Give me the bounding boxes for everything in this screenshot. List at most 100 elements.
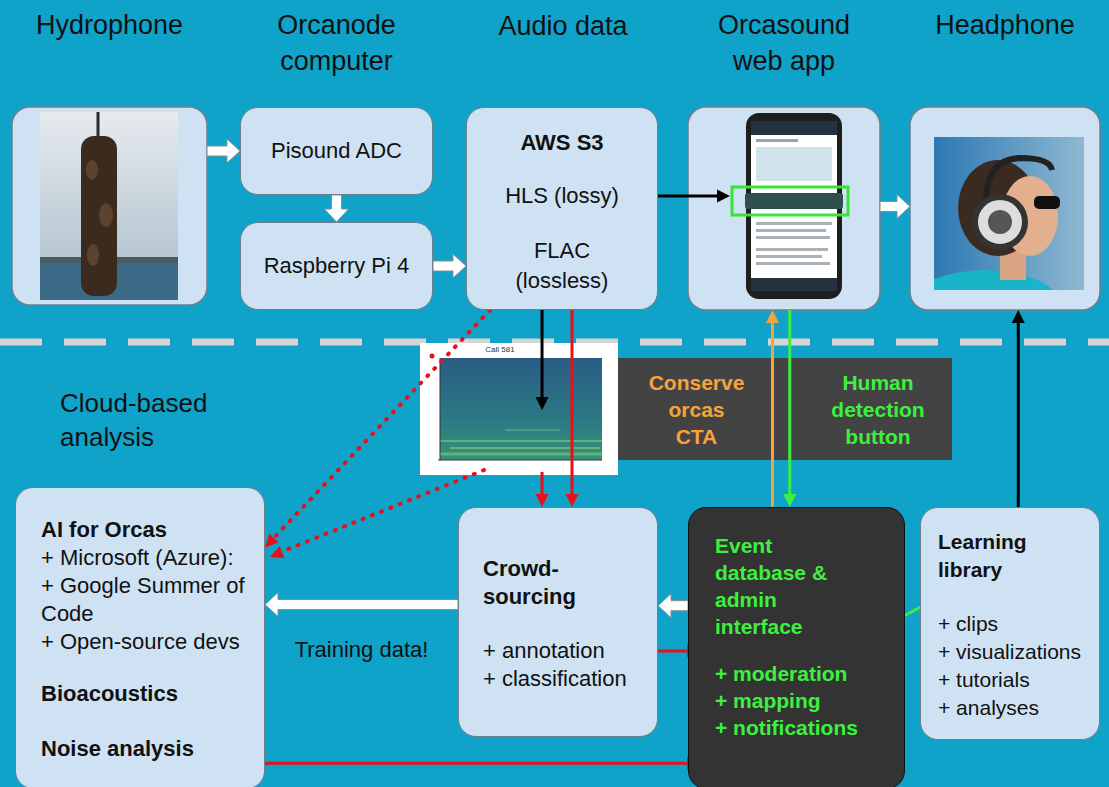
photo-frame — [12, 107, 207, 305]
connector — [265, 593, 458, 617]
connector — [766, 310, 779, 507]
node-text: + notifications — [715, 714, 858, 741]
phone-line — [756, 222, 832, 225]
column-heading: Headphone — [910, 7, 1100, 43]
phone-line — [756, 248, 828, 251]
spectrogram-frame — [420, 343, 618, 475]
arrowhead — [565, 494, 578, 507]
node-text: Bioacoustics — [41, 680, 178, 708]
column-heading: Orcanode computer — [228, 7, 445, 79]
arrowhead — [536, 397, 549, 410]
process-box: Raspberry Pi 4 — [240, 222, 433, 310]
node-title: Learning library — [938, 528, 1068, 584]
node-title: Pisound ADC — [271, 137, 402, 165]
app-box: Orcasound web app — [688, 107, 880, 310]
arrowhead — [270, 546, 284, 558]
node-title: Crowd- sourcing — [483, 555, 633, 611]
connector — [783, 310, 796, 507]
photo-sunglasses — [1034, 196, 1060, 209]
connector — [433, 254, 466, 278]
node-title: Event database & admin interface — [715, 532, 855, 640]
photo-texture — [87, 244, 99, 266]
block-arrow — [880, 194, 910, 218]
connector-line — [272, 310, 490, 540]
connector-line — [541, 310, 544, 400]
dotted-line — [281, 470, 484, 552]
node-title: Raspberry Pi 4 — [264, 252, 410, 280]
connector-line — [771, 320, 774, 507]
connector-line — [257, 762, 690, 765]
process-box: Learning library+ clips+ visualizations+… — [920, 507, 1100, 740]
spectrogram — [420, 343, 618, 475]
headphone-cup — [988, 210, 1012, 234]
phone-map — [756, 147, 832, 181]
process-box: Pisound ADC — [240, 107, 433, 195]
node-text: + classification — [483, 665, 627, 693]
connector-line — [570, 310, 573, 497]
node-text: + Open-source devs — [41, 628, 240, 656]
node-text: + Google Summer of Code — [41, 572, 253, 628]
arrowhead — [717, 190, 730, 203]
node-text: FLAC (lossless) — [497, 236, 627, 296]
phone-line — [756, 139, 798, 142]
arrowhead — [536, 494, 549, 507]
column-heading: Hydrophone — [12, 7, 207, 43]
connector — [658, 594, 688, 618]
node-text: + annotation — [483, 637, 605, 665]
block-arrow — [207, 139, 240, 163]
connector — [880, 194, 910, 218]
arrowhead — [265, 533, 279, 547]
spectrogram-streak — [505, 429, 560, 431]
spectrogram-streak — [440, 440, 602, 442]
highlight-box — [732, 187, 848, 215]
phone-header — [751, 121, 837, 135]
connector — [265, 310, 490, 547]
node-text: HLS (lossy) — [505, 181, 619, 211]
spectrogram-axis — [438, 460, 602, 461]
database-box: Event database & admin interface+ modera… — [688, 507, 905, 787]
arrowhead — [766, 310, 779, 323]
callout-band: Conserve orcas CTAHuman detection button — [618, 358, 952, 460]
connector — [565, 310, 578, 507]
phone-line — [756, 229, 826, 232]
connector — [207, 139, 240, 163]
plot-title: Call 581 — [470, 345, 530, 355]
photo-box: Hydrophone — [12, 107, 207, 305]
connector-line — [541, 472, 544, 497]
process-box: AI for Orcas+ Microsoft (Azure):+ Google… — [15, 487, 265, 787]
column-heading: Audio data — [453, 8, 673, 44]
node-text: AWS S3 — [520, 128, 603, 158]
block-arrow — [265, 593, 458, 617]
connector-line — [788, 310, 791, 497]
phone-button — [745, 193, 843, 209]
photo-background — [934, 137, 1084, 290]
block-arrow — [658, 594, 688, 618]
section-label: Cloud-based analysis — [60, 386, 265, 454]
node-text: + tutorials — [938, 666, 1030, 694]
spectrogram-axis — [440, 358, 441, 460]
arrowhead — [783, 494, 796, 507]
connector — [1012, 310, 1025, 507]
dotted-arrow — [270, 470, 484, 558]
phone-line — [756, 236, 830, 239]
hydrophone-photo — [40, 112, 178, 300]
arrowhead — [1012, 310, 1025, 323]
connector-line — [1017, 320, 1020, 507]
node-text: + visualizations — [938, 638, 1081, 666]
phone-body — [746, 113, 842, 299]
storage-box: Audio dataAWS S3HLS (lossy)FLAC (lossles… — [466, 107, 658, 310]
photo-texture — [99, 203, 113, 227]
node-text: + clips — [938, 610, 998, 638]
photo-sky — [40, 112, 178, 300]
connector — [536, 310, 549, 507]
app-frame — [688, 107, 880, 310]
listener-photo — [934, 137, 1084, 290]
photo-rope — [97, 112, 100, 140]
phone-footer — [751, 278, 837, 291]
spectrogram-plot — [440, 358, 602, 460]
node-text: + analyses — [938, 694, 1039, 722]
block-arrow — [325, 195, 349, 222]
callout-band-fill — [618, 358, 952, 460]
block-arrow — [433, 254, 466, 278]
